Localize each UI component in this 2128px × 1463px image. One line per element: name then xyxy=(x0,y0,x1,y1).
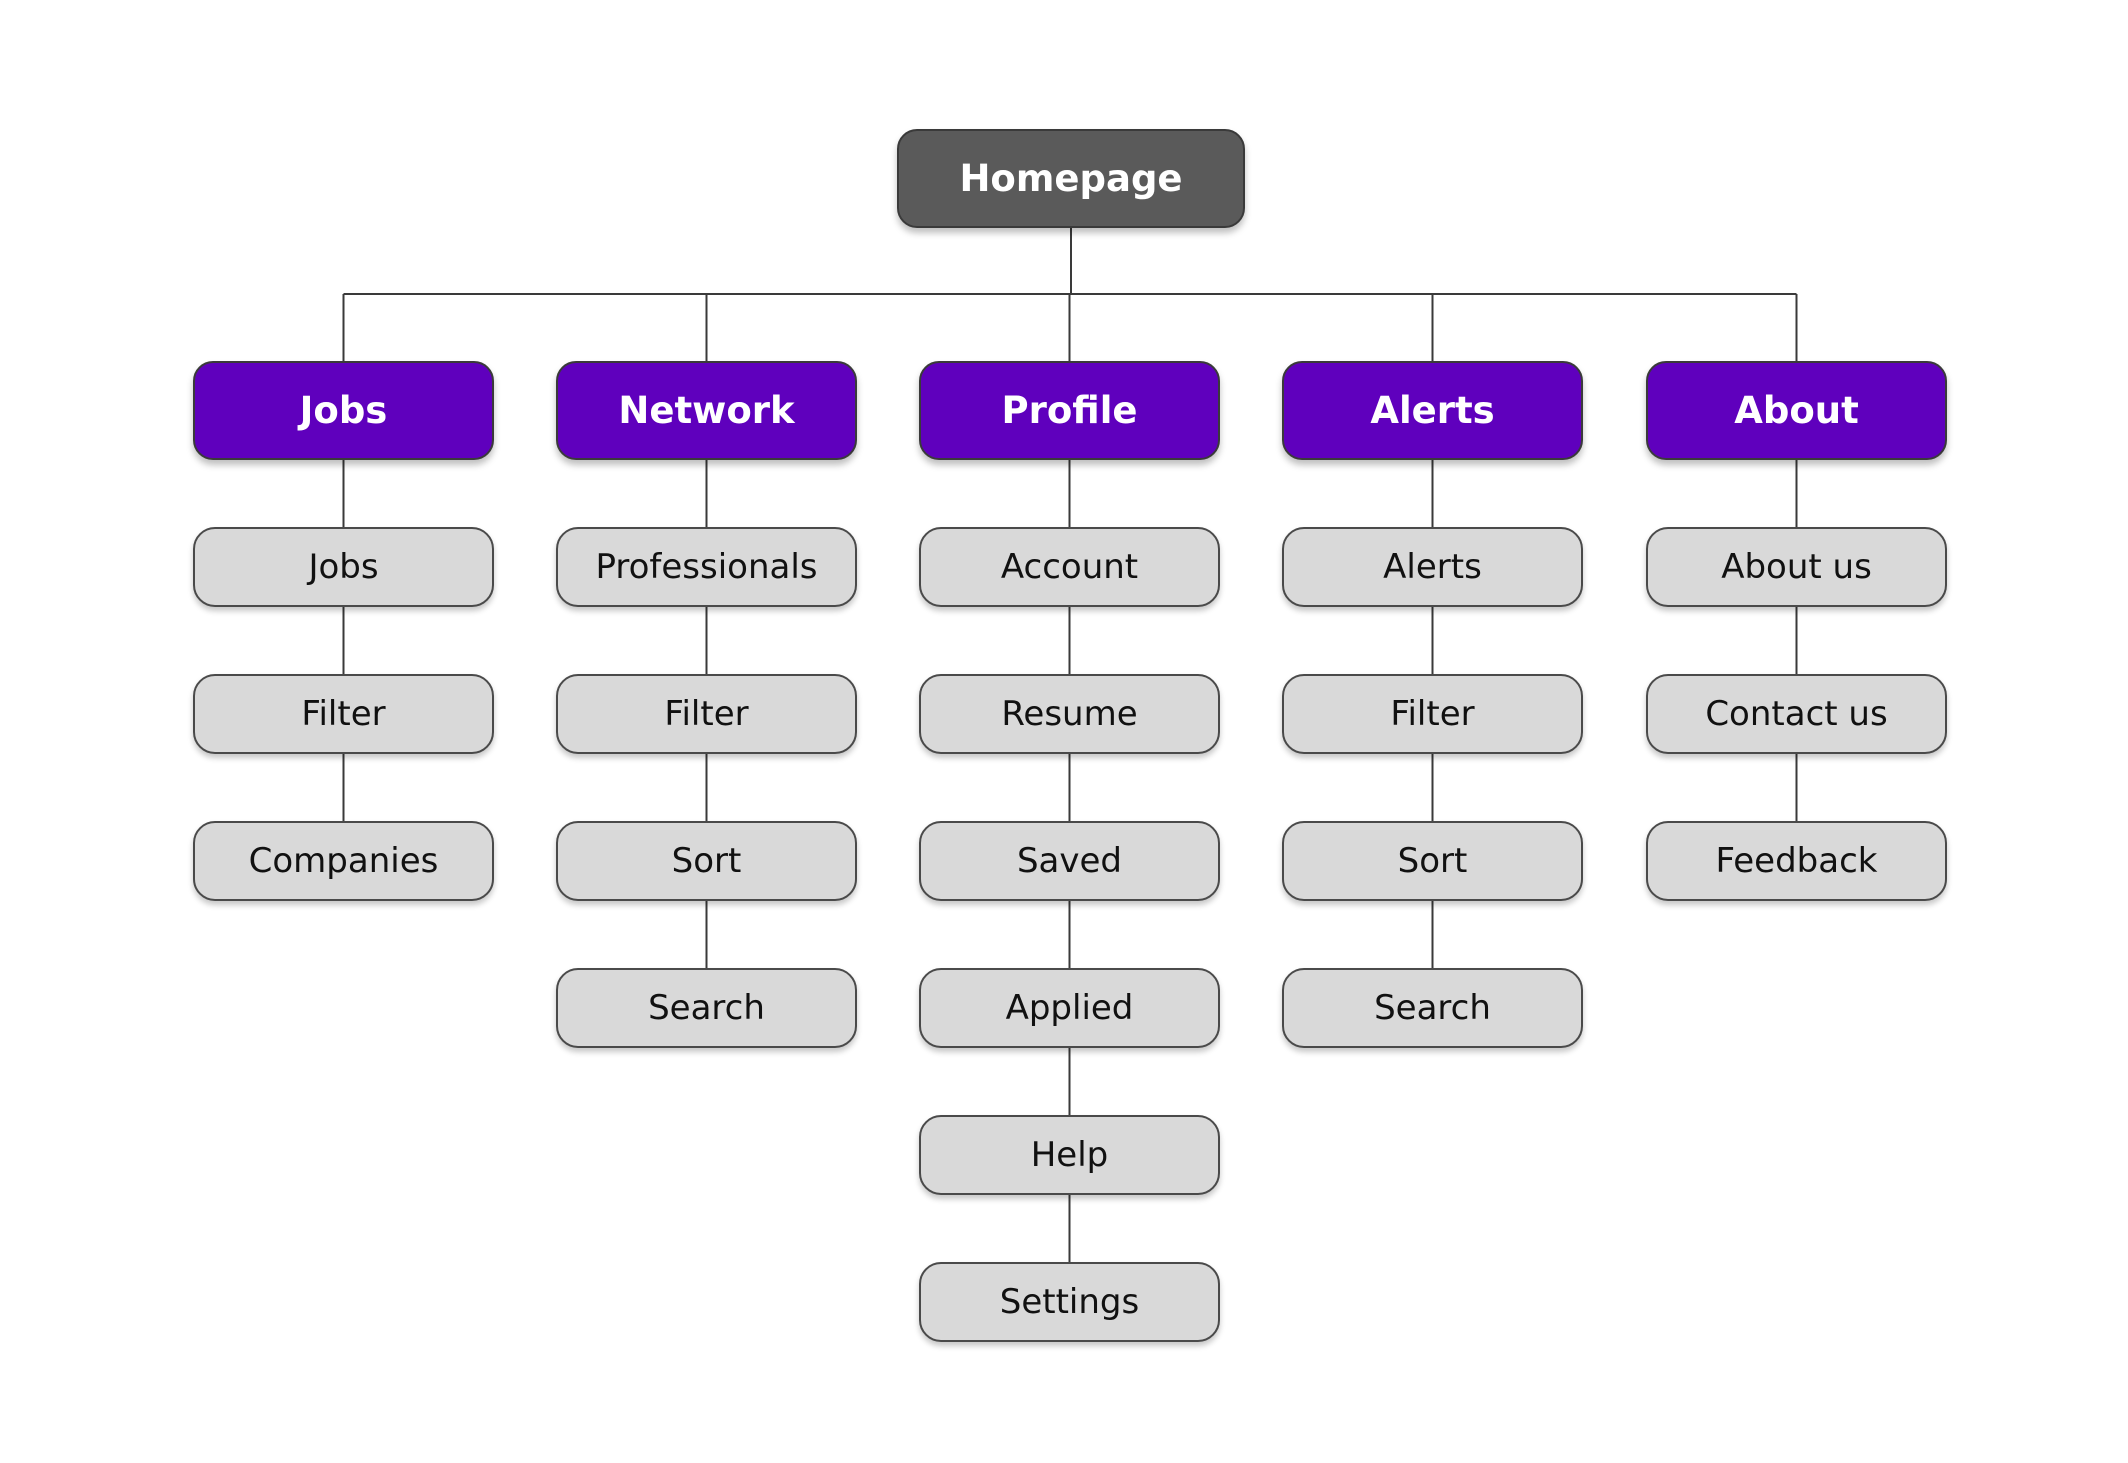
node-homepage-label: Homepage xyxy=(959,157,1183,200)
page-about-contact-us: Contact us xyxy=(1646,674,1947,754)
page-jobs-jobs: Jobs xyxy=(193,527,494,607)
section-alerts-label: Alerts xyxy=(1370,389,1495,432)
page-profile-saved: Saved xyxy=(919,821,1220,901)
page-alerts-search-label: Search xyxy=(1374,988,1491,1028)
section-alerts: Alerts xyxy=(1282,361,1583,460)
page-about-feedback: Feedback xyxy=(1646,821,1947,901)
page-alerts-sort-label: Sort xyxy=(1397,841,1468,881)
page-about-feedback-label: Feedback xyxy=(1715,841,1878,881)
page-network-professionals: Professionals xyxy=(556,527,857,607)
page-profile-resume-label: Resume xyxy=(1001,694,1138,734)
page-profile-account: Account xyxy=(919,527,1220,607)
page-profile-applied-label: Applied xyxy=(1005,988,1134,1028)
page-alerts-filter: Filter xyxy=(1282,674,1583,754)
section-jobs-label: Jobs xyxy=(299,389,388,432)
page-jobs-filter-label: Filter xyxy=(301,694,386,734)
page-network-sort-label: Sort xyxy=(671,841,742,881)
page-jobs-companies-label: Companies xyxy=(248,841,439,881)
page-alerts-sort: Sort xyxy=(1282,821,1583,901)
page-alerts-alerts-label: Alerts xyxy=(1383,547,1482,587)
page-profile-help: Help xyxy=(919,1115,1220,1195)
section-network: Network xyxy=(556,361,857,460)
page-network-search: Search xyxy=(556,968,857,1048)
page-profile-resume: Resume xyxy=(919,674,1220,754)
page-network-professionals-label: Professionals xyxy=(595,547,818,587)
page-jobs-jobs-label: Jobs xyxy=(308,547,379,587)
page-profile-saved-label: Saved xyxy=(1016,841,1123,881)
page-about-about-us: About us xyxy=(1646,527,1947,607)
page-jobs-filter: Filter xyxy=(193,674,494,754)
section-network-label: Network xyxy=(618,389,795,432)
page-network-filter: Filter xyxy=(556,674,857,754)
page-profile-account-label: Account xyxy=(1000,547,1139,587)
page-profile-help-label: Help xyxy=(1030,1135,1109,1175)
section-about-label: About xyxy=(1734,389,1859,432)
page-alerts-filter-label: Filter xyxy=(1390,694,1475,734)
section-jobs: Jobs xyxy=(193,361,494,460)
page-jobs-companies: Companies xyxy=(193,821,494,901)
page-profile-settings-label: Settings xyxy=(999,1282,1140,1322)
page-network-filter-label: Filter xyxy=(664,694,749,734)
page-profile-applied: Applied xyxy=(919,968,1220,1048)
page-about-about-us-label: About us xyxy=(1721,547,1872,587)
page-profile-settings: Settings xyxy=(919,1262,1220,1342)
page-about-contact-us-label: Contact us xyxy=(1705,694,1888,734)
section-about: About xyxy=(1646,361,1947,460)
section-profile-label: Profile xyxy=(1001,389,1138,432)
page-network-sort: Sort xyxy=(556,821,857,901)
node-homepage: Homepage xyxy=(897,129,1245,228)
page-network-search-label: Search xyxy=(648,988,765,1028)
page-alerts-search: Search xyxy=(1282,968,1583,1048)
section-profile: Profile xyxy=(919,361,1220,460)
page-alerts-alerts: Alerts xyxy=(1282,527,1583,607)
